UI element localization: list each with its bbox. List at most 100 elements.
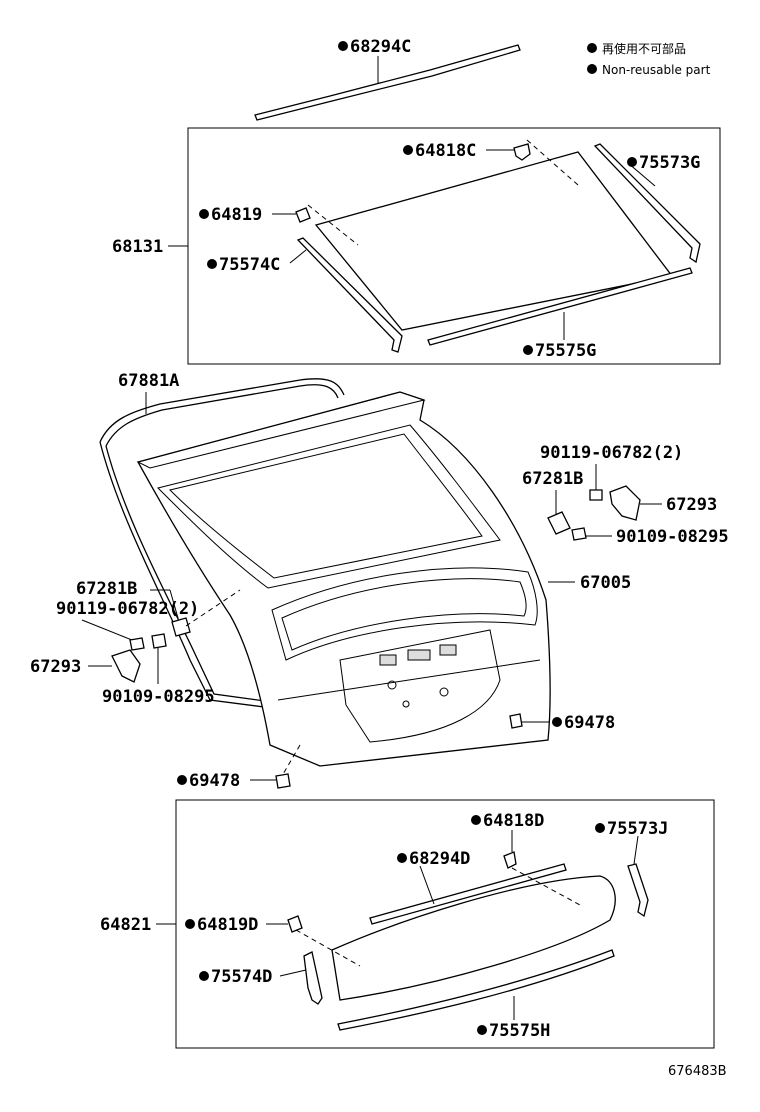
door-lower-window: [271, 567, 538, 661]
bullet-icon: [177, 775, 187, 785]
bolt-part: [151, 633, 167, 649]
lamp-part: [379, 654, 397, 666]
label-64821: 64821: [100, 915, 151, 935]
side-molding-75573J-part: [627, 863, 649, 918]
weatherstrip-part: [105, 445, 273, 703]
bullet-icon: [199, 209, 209, 219]
label-68294D: 68294D: [409, 849, 470, 869]
dashed-leader: [295, 929, 361, 967]
lamp-part: [439, 644, 457, 656]
stay-bracket-part: [609, 485, 641, 521]
bolt-part: [571, 527, 587, 541]
bullet-icon: [185, 919, 195, 929]
bullet-icon: [403, 145, 413, 155]
door-upper-opening-inner: [169, 433, 483, 579]
label-64818C: 64818C: [415, 141, 476, 161]
dashed-leader: [526, 139, 579, 186]
label-75574C: 75574C: [219, 255, 280, 275]
dashed-leader: [185, 589, 241, 627]
dashed-leader: [511, 867, 581, 906]
label-68294C: 68294C: [350, 37, 411, 57]
hole: [387, 680, 397, 690]
bolt-part: [129, 637, 145, 651]
side-molding-75573G-part: [593, 143, 701, 264]
license-plate-recess: [339, 629, 501, 743]
label-75574D: 75574D: [211, 967, 272, 987]
bullet-icon: [199, 971, 209, 981]
non-reusable-marker-icon: [587, 64, 597, 74]
stopper-part: [547, 511, 571, 535]
dashed-leader: [307, 204, 359, 246]
label-67281B-right: 67281B: [522, 469, 583, 489]
leader-line: [81, 619, 133, 641]
label-90109-left: 90109-08295: [102, 687, 215, 707]
leader-line: [169, 589, 179, 619]
label-75573G: 75573G: [639, 153, 700, 173]
legend-japanese: 再使用不可部品: [602, 41, 686, 56]
stay-bracket-part: [111, 649, 141, 683]
label-75575H: 75575H: [489, 1021, 550, 1041]
label-90119-right: 90119-06782(2): [540, 443, 683, 463]
label-67005: 67005: [580, 573, 631, 593]
label-67293-left: 67293: [30, 657, 81, 677]
bullet-icon: [627, 157, 637, 167]
clip-64818D-part: [503, 851, 517, 869]
door-upper-opening: [157, 424, 501, 589]
door-body-line: [277, 659, 541, 701]
legend-english: Non-reusable part: [602, 63, 711, 77]
leader-line: [419, 865, 435, 905]
label-68131: 68131: [112, 237, 163, 257]
label-90119-left: 90119-06782(2): [56, 599, 199, 619]
molding-75575H-part: [337, 949, 615, 1031]
label-69478-left: 69478: [189, 771, 240, 791]
non-reusable-marker-icon: [587, 43, 597, 53]
leader-line: [279, 969, 307, 977]
lower-molding-75575G-part: [427, 267, 693, 346]
hole: [402, 700, 410, 708]
label-67881A: 67881A: [118, 371, 179, 391]
leader-line: [633, 835, 639, 865]
plug-right-part: [509, 713, 523, 729]
weatherstrip-part: [105, 384, 339, 447]
clip-64819D-part: [287, 915, 303, 933]
stopper-part: [171, 617, 191, 637]
back-door-panel-part: [137, 391, 551, 767]
dashed-leader: [281, 744, 301, 777]
molding-68294D-part: [369, 863, 567, 925]
label-67293-right: 67293: [666, 495, 717, 515]
clip-64819-part: [295, 207, 311, 223]
door-lower-window-inner: [281, 578, 527, 651]
bullet-icon: [207, 259, 217, 269]
label-64819D: 64819D: [197, 915, 258, 935]
weatherstrip-part: [99, 378, 345, 443]
door-spoiler: [136, 391, 426, 469]
label-69478-right: 69478: [564, 713, 615, 733]
bullet-icon: [471, 815, 481, 825]
legend: 再使用不可部品 Non-reusable part: [587, 41, 711, 77]
roof-molding-part: [254, 44, 521, 121]
label-75573J: 75573J: [607, 819, 668, 839]
bullet-icon: [552, 717, 562, 727]
label-64818D: 64818D: [483, 811, 544, 831]
bullet-icon: [523, 345, 533, 355]
garnish-panel-part: [331, 875, 616, 1001]
label-67281B-left: 67281B: [76, 579, 137, 599]
bullet-icon: [477, 1025, 487, 1035]
lamp-part: [407, 649, 431, 661]
weatherstrip-part: [99, 441, 273, 709]
bullet-icon: [397, 853, 407, 863]
label-64819: 64819: [211, 205, 262, 225]
leader-line: [289, 249, 307, 264]
plug-left-part: [275, 773, 291, 789]
side-molding-75574D-part: [303, 951, 323, 1005]
label-75575G: 75575G: [535, 341, 596, 361]
label-90109-right: 90109-08295: [616, 527, 729, 547]
bullet-icon: [338, 41, 348, 51]
figure-number: 676483B: [668, 1064, 727, 1079]
hole: [439, 687, 449, 697]
bullet-icon: [595, 823, 605, 833]
side-molding-75574C-part: [296, 237, 403, 353]
bolt-part: [589, 489, 603, 501]
clip-64818C-part: [513, 143, 531, 161]
